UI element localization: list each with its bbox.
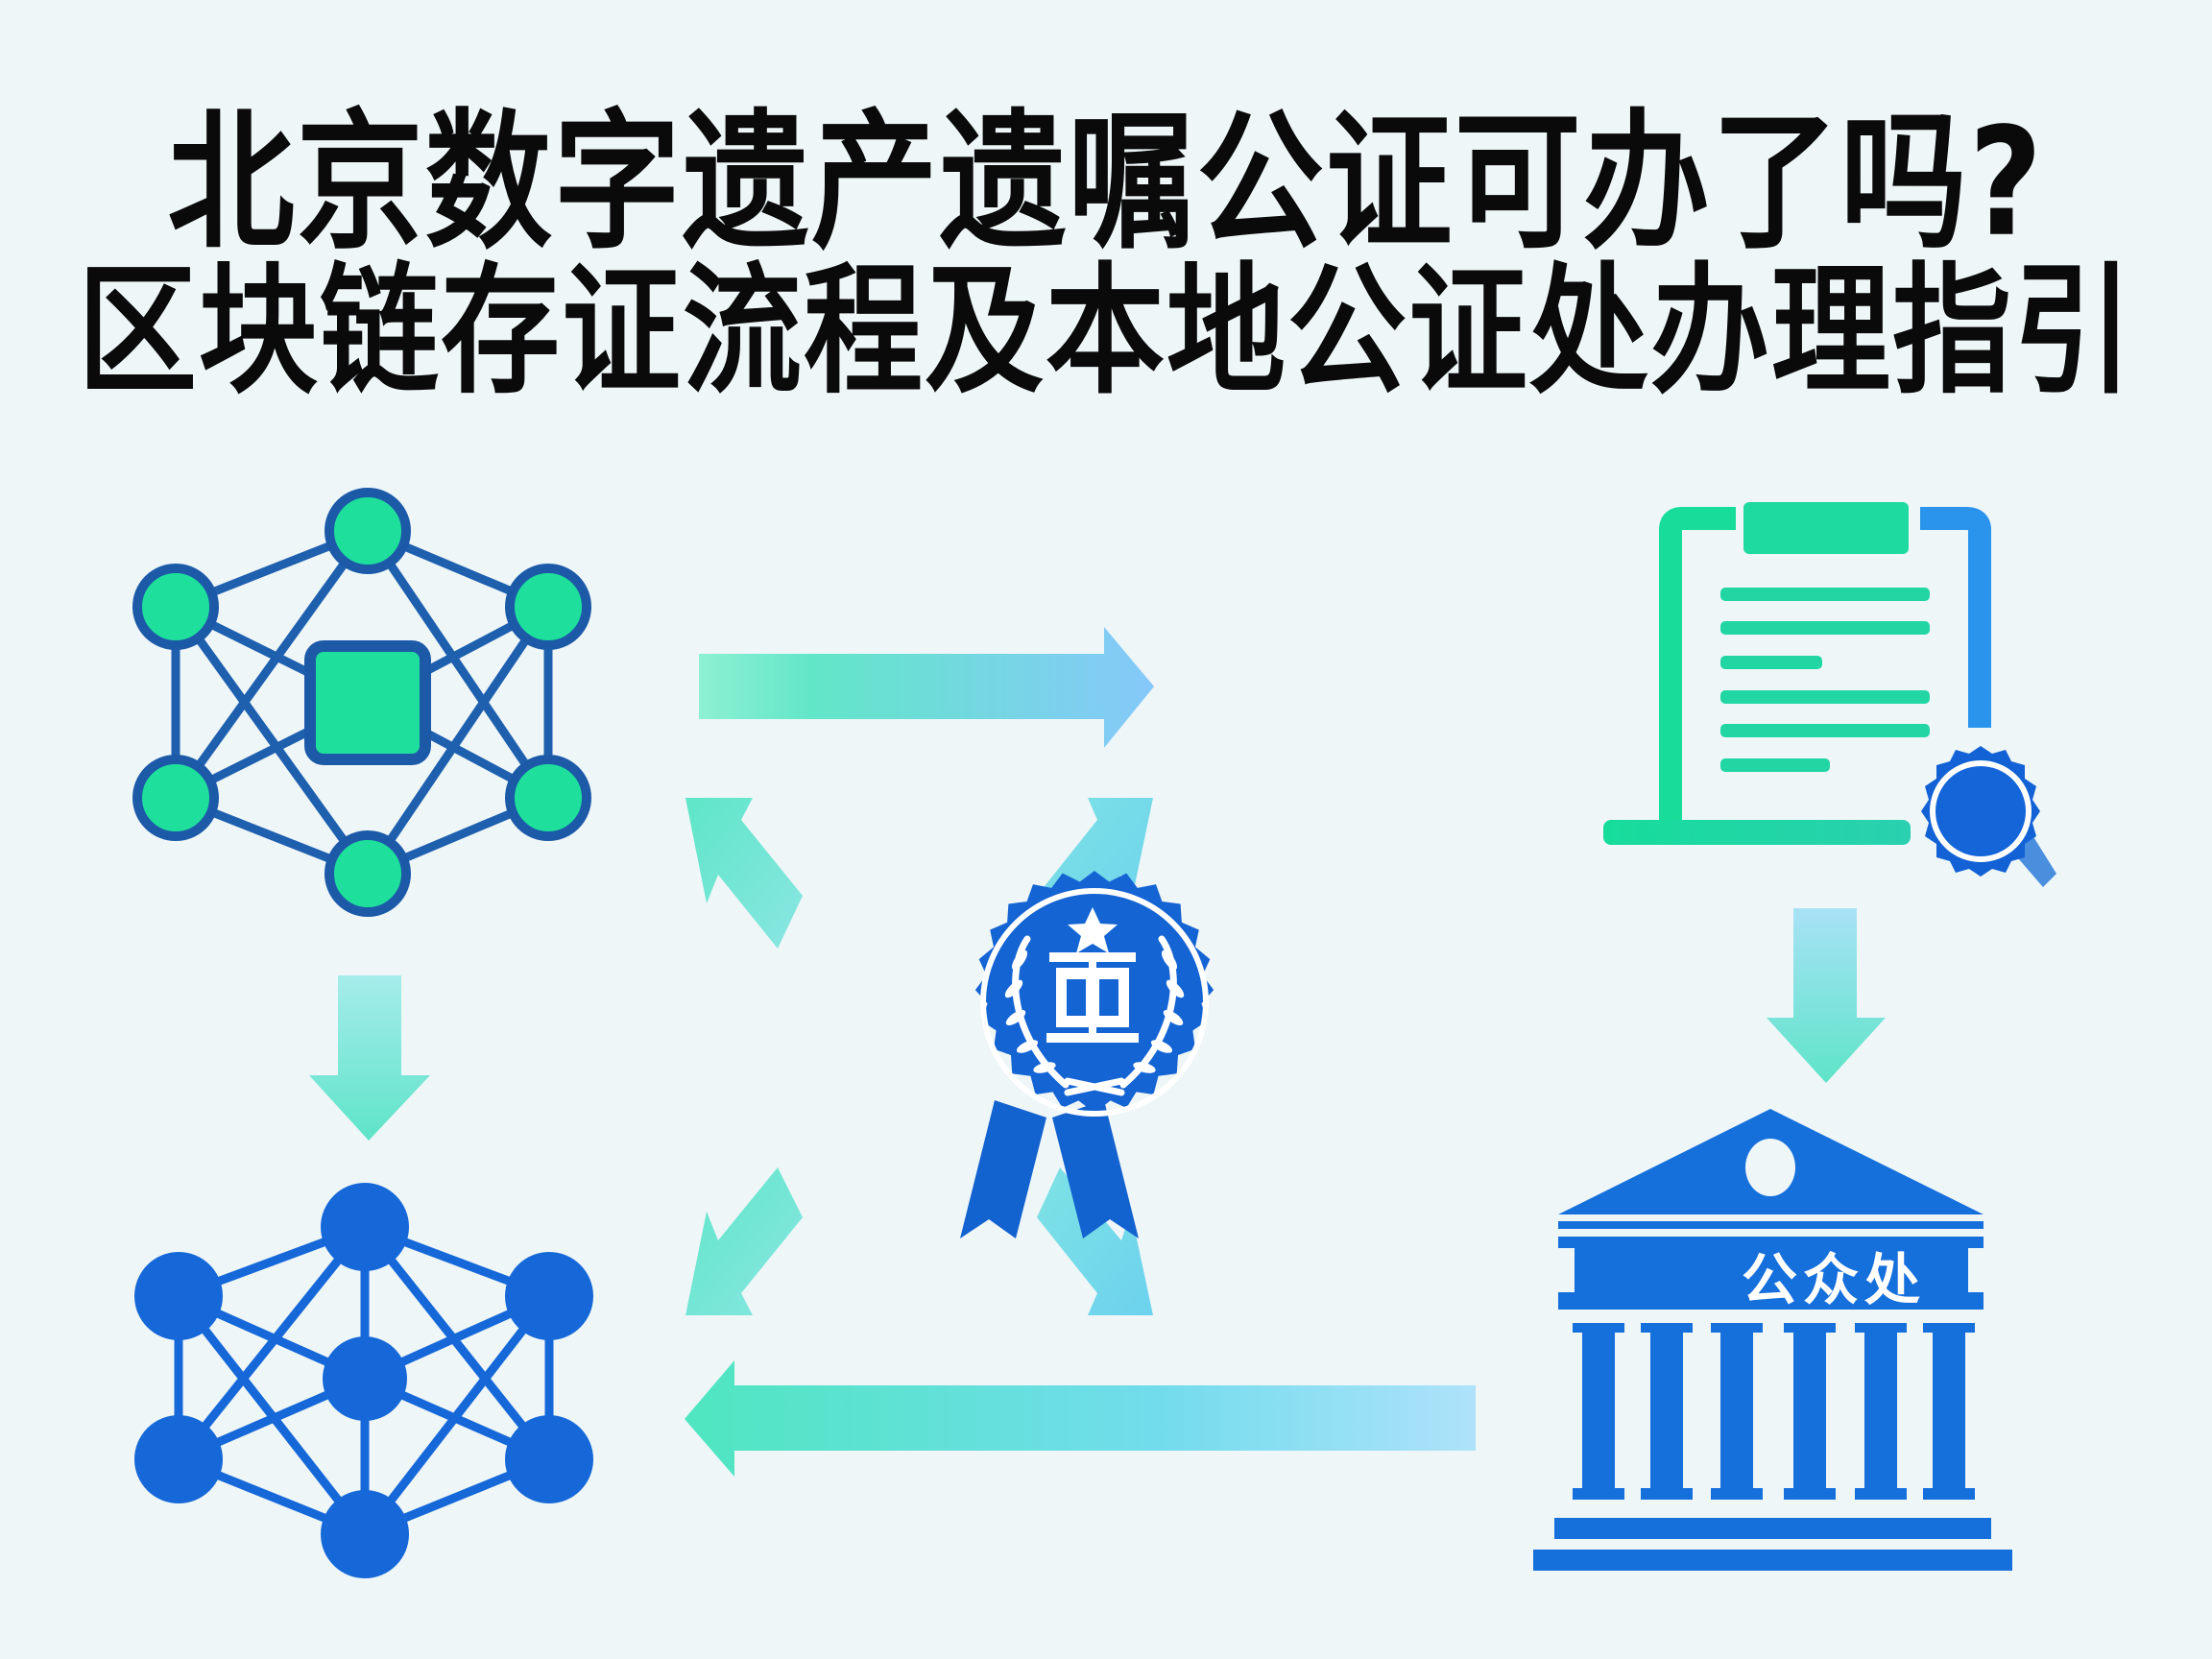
arrow-right-top [699,627,1154,748]
network-mesh-icon [134,1183,593,1578]
certificate-document-icon [1603,502,2056,887]
award-seal-icon [960,871,1214,1238]
page-subtitle: 区块链存证流程及本地公证处办理指引 [77,250,2134,414]
page-title: 北京数字遗产遗嘱公证可办了吗? [167,95,2045,271]
arrow-down-left [685,1167,803,1315]
government-building-icon [1533,1109,2012,1571]
arrow-down-left-column [309,975,430,1141]
arrow-down-right [1037,1167,1153,1315]
building-label: 公众处 [1741,1247,1926,1312]
network-hub-icon [132,488,591,917]
arrow-left-bottom [685,1360,1476,1477]
arrow-down-right-column [1767,908,1886,1083]
arrow-up-left [685,798,803,949]
